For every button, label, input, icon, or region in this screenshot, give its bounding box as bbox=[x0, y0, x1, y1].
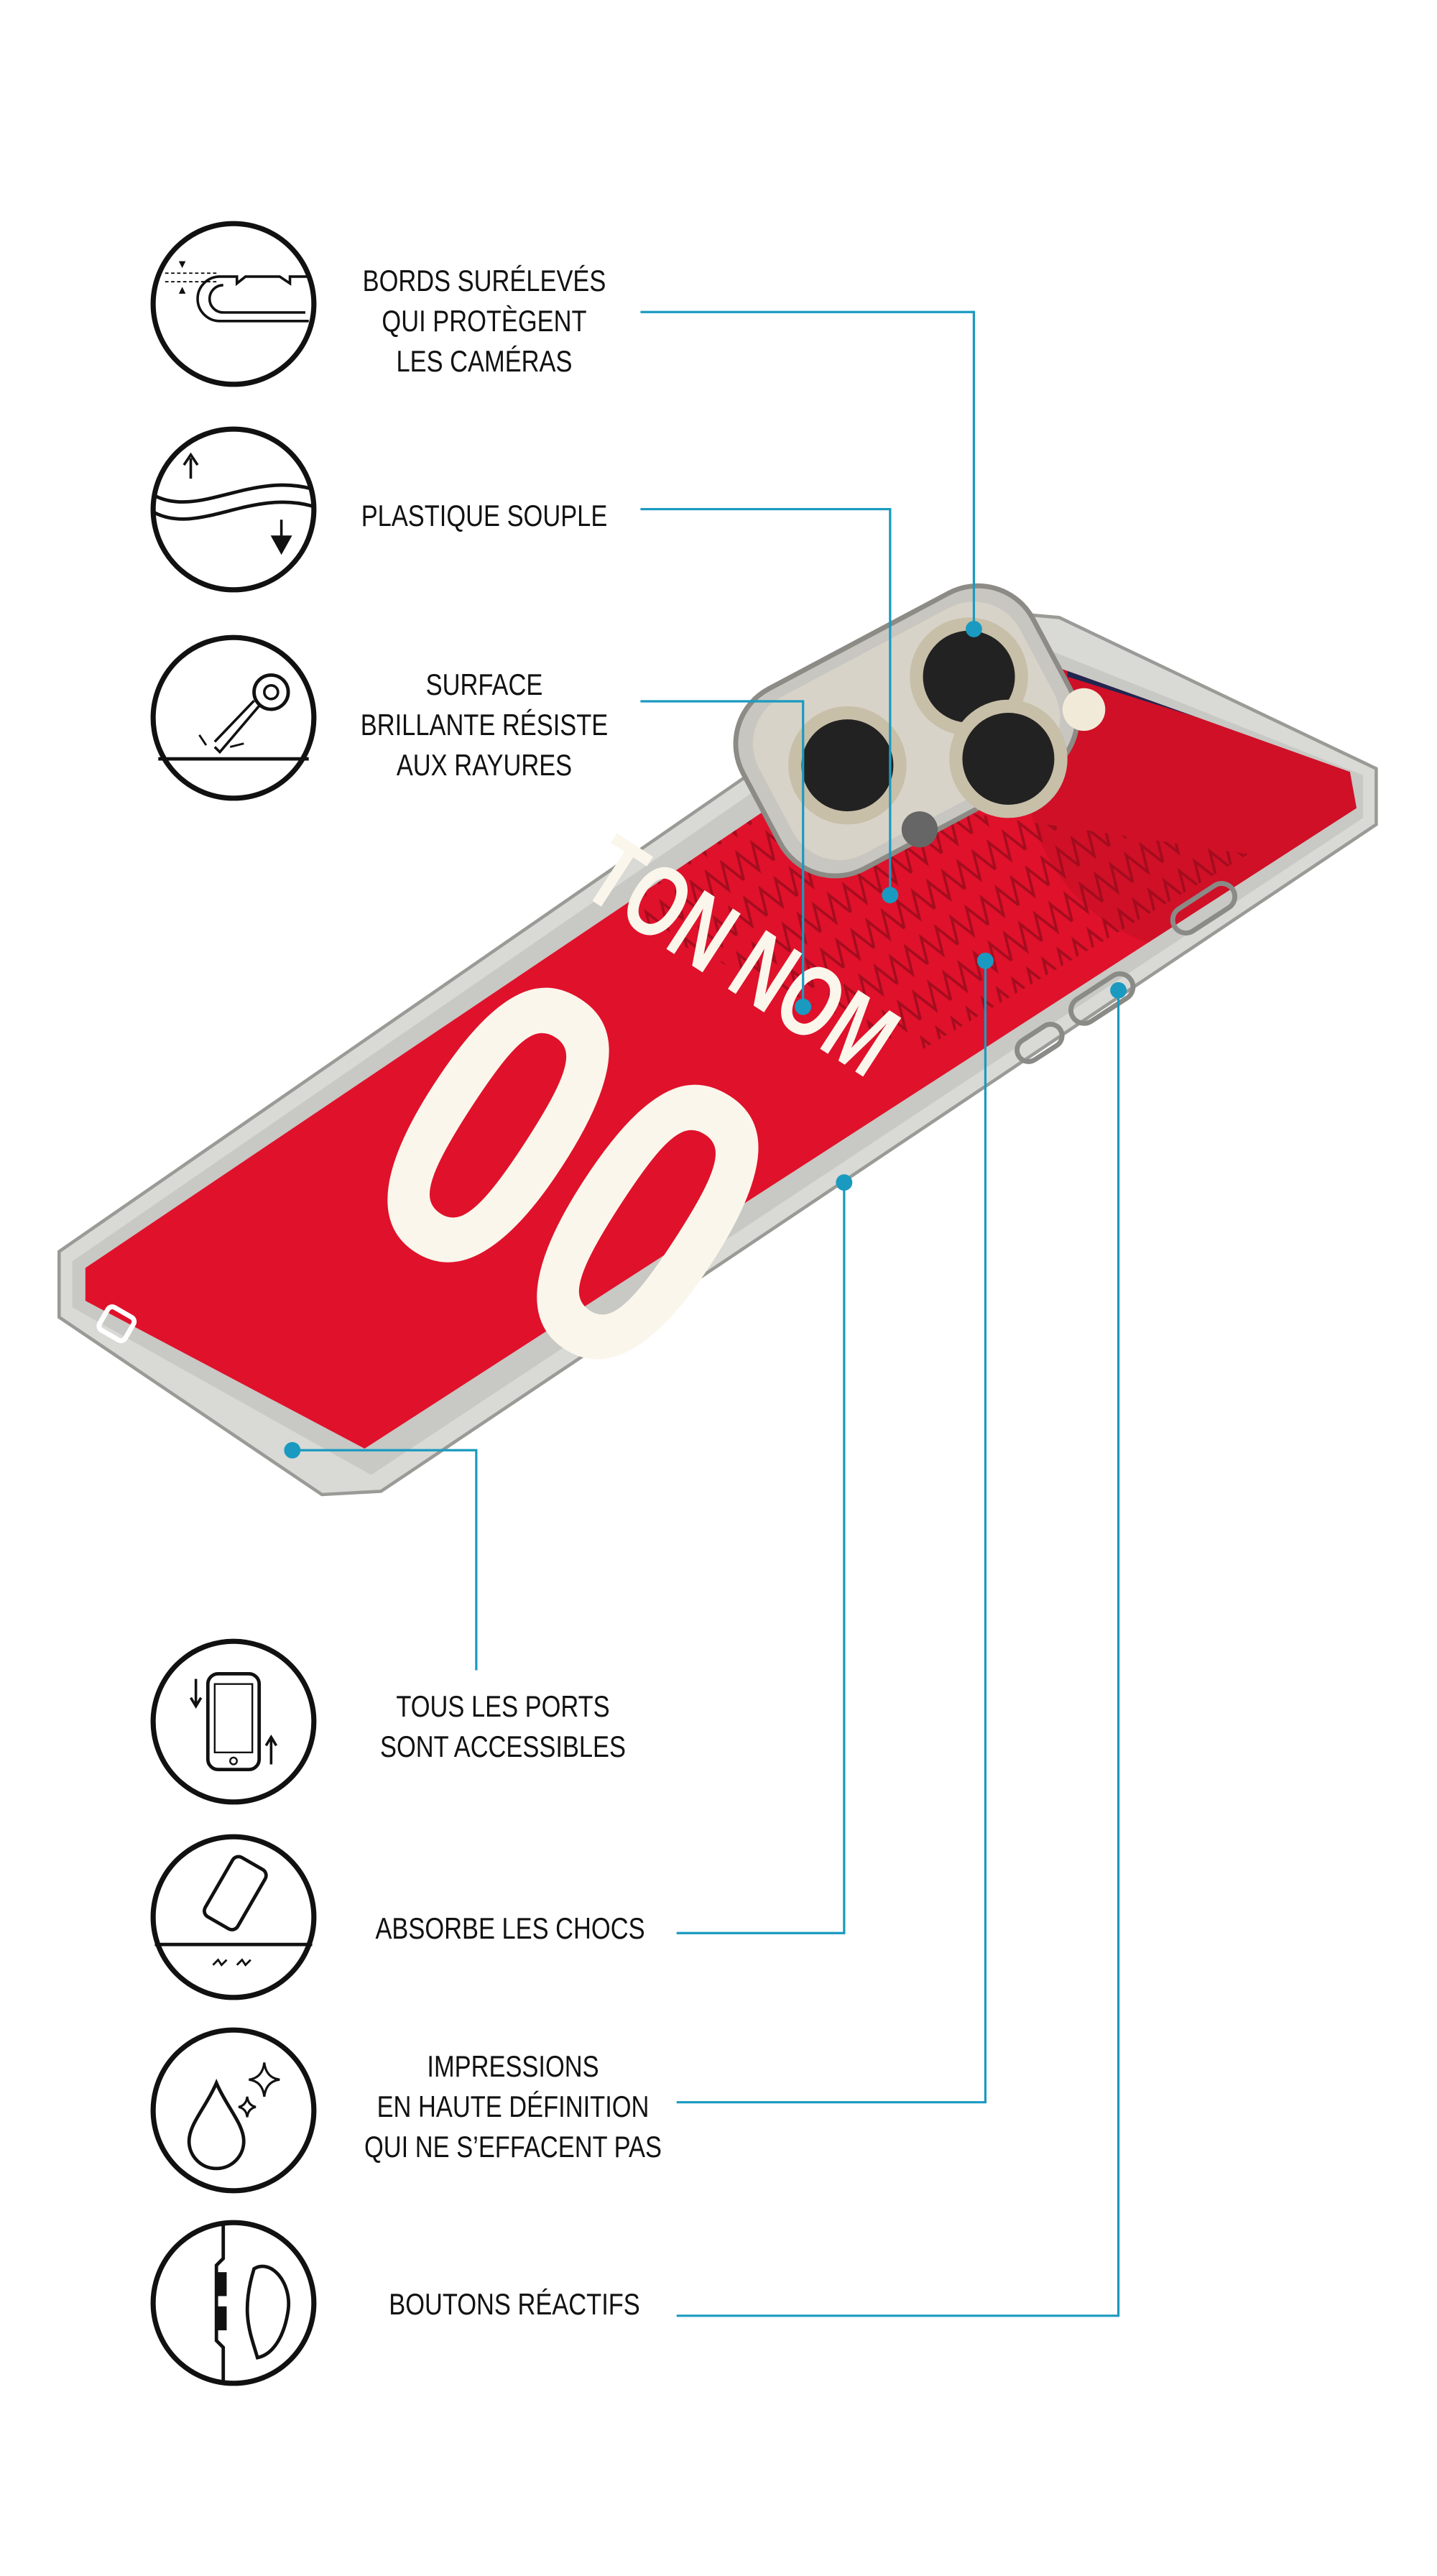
label-line: PLASTIQUE SOUPLE bbox=[361, 499, 608, 532]
scratch-resistant-key-icon bbox=[150, 634, 317, 801]
feature-label-flexible-plastic: PLASTIQUE SOUPLE bbox=[269, 496, 700, 536]
label-line: BRILLANTE RÉSISTE bbox=[360, 708, 609, 742]
phone-ports-icon bbox=[150, 1638, 317, 1805]
label-line: EN HAUTE DÉFINITION bbox=[376, 2090, 650, 2123]
feature-label-shock-absorb: ABSORBE LES CHOCS bbox=[295, 1908, 726, 1949]
label-line: SONT ACCESSIBLES bbox=[380, 1730, 626, 1763]
feature-label-hd-print: IMPRESSIONS EN HAUTE DÉFINITION QUI NE S… bbox=[297, 2046, 729, 2167]
ink-drop-sparkle-icon bbox=[150, 2027, 317, 2194]
label-line: SURFACE bbox=[425, 668, 543, 701]
leader-dots bbox=[284, 620, 1127, 1459]
responsive-buttons-icon bbox=[150, 2220, 317, 2386]
feature-label-scratch-resistant: SURFACE BRILLANTE RÉSISTE AUX RAYURES bbox=[269, 665, 700, 785]
shock-absorb-phone-icon bbox=[150, 1834, 317, 2000]
label-line: ABSORBE LES CHOCS bbox=[375, 1911, 645, 1945]
label-line: IMPRESSIONS bbox=[427, 2049, 599, 2083]
side-buttons bbox=[1015, 881, 1238, 1064]
feature-label-raised-edges: BORDS SURÉLEVÉS QUI PROTÈGENT LES CAMÉRA… bbox=[269, 261, 700, 382]
brand-logo bbox=[96, 1304, 137, 1344]
label-line: QUI NE S’EFFACENT PAS bbox=[364, 2130, 662, 2164]
label-line: BORDS SURÉLEVÉS bbox=[362, 264, 606, 297]
feature-label-responsive-buttons: BOUTONS RÉACTIFS bbox=[299, 2284, 730, 2325]
label-line: TOUS LES PORTS bbox=[396, 1689, 610, 1723]
camera-lenses bbox=[788, 617, 1106, 848]
raised-edges-icon bbox=[150, 221, 317, 387]
label-line: QUI PROTÈGENT bbox=[382, 304, 587, 338]
feature-label-ports: TOUS LES PORTS SONT ACCESSIBLES bbox=[287, 1686, 718, 1767]
label-line: AUX RAYURES bbox=[396, 748, 573, 782]
label-line: BOUTONS RÉACTIFS bbox=[389, 2287, 640, 2321]
leader-lines bbox=[292, 310, 1120, 2317]
label-line: LES CAMÉRAS bbox=[396, 344, 573, 378]
flexible-plastic-icon bbox=[150, 426, 317, 593]
